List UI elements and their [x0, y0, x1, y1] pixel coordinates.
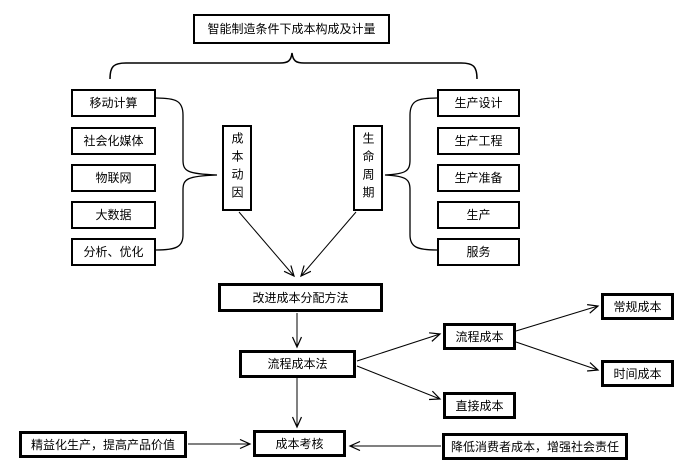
node-lean-production: 精益化生产，提高产品价值: [19, 431, 187, 458]
left-item-social-media: 社会化媒体: [71, 127, 156, 155]
left-item-mobile-computing: 移动计算: [71, 89, 156, 117]
right-item-production-engineering: 生产工程: [437, 127, 520, 155]
hub-life-cycle: 生命周期: [353, 125, 383, 211]
right-brace: [384, 97, 438, 251]
node-improve-cost-allocation: 改进成本分配方法: [218, 283, 383, 312]
arrow-process-cost-to-regular-cost: [515, 306, 598, 332]
right-item-service: 服务: [437, 238, 520, 266]
arrow-process-costing-to-direct-cost: [356, 365, 440, 399]
right-item-production-design: 生产设计: [437, 89, 520, 117]
top-brace: [109, 52, 478, 80]
node-cost-assessment: 成本考核: [253, 430, 346, 457]
node-regular-cost: 常规成本: [601, 293, 674, 320]
title-box: 智能制造条件下成本构成及计量: [193, 14, 390, 44]
left-item-iot: 物联网: [71, 164, 156, 192]
arrow-life-cycle-to-improve: [301, 211, 357, 276]
arrow-cost-driver-to-improve: [238, 211, 294, 276]
node-direct-cost: 直接成本: [443, 392, 516, 419]
left-item-analysis-optimization: 分析、优化: [71, 238, 156, 266]
left-brace: [155, 97, 218, 251]
node-reduce-consumer-cost: 降低消费者成本，增强社会责任: [442, 433, 628, 460]
right-item-production-preparation: 生产准备: [437, 164, 520, 192]
arrow-process-costing-to-process-cost: [356, 334, 440, 362]
left-item-big-data: 大数据: [71, 201, 156, 229]
arrow-process-cost-to-time-cost: [515, 341, 598, 370]
node-process-costing-method: 流程成本法: [239, 350, 356, 378]
right-item-production: 生产: [437, 201, 520, 229]
node-process-cost: 流程成本: [443, 323, 516, 350]
node-time-cost: 时间成本: [601, 360, 674, 387]
hub-cost-driver: 成本动因: [222, 125, 252, 211]
